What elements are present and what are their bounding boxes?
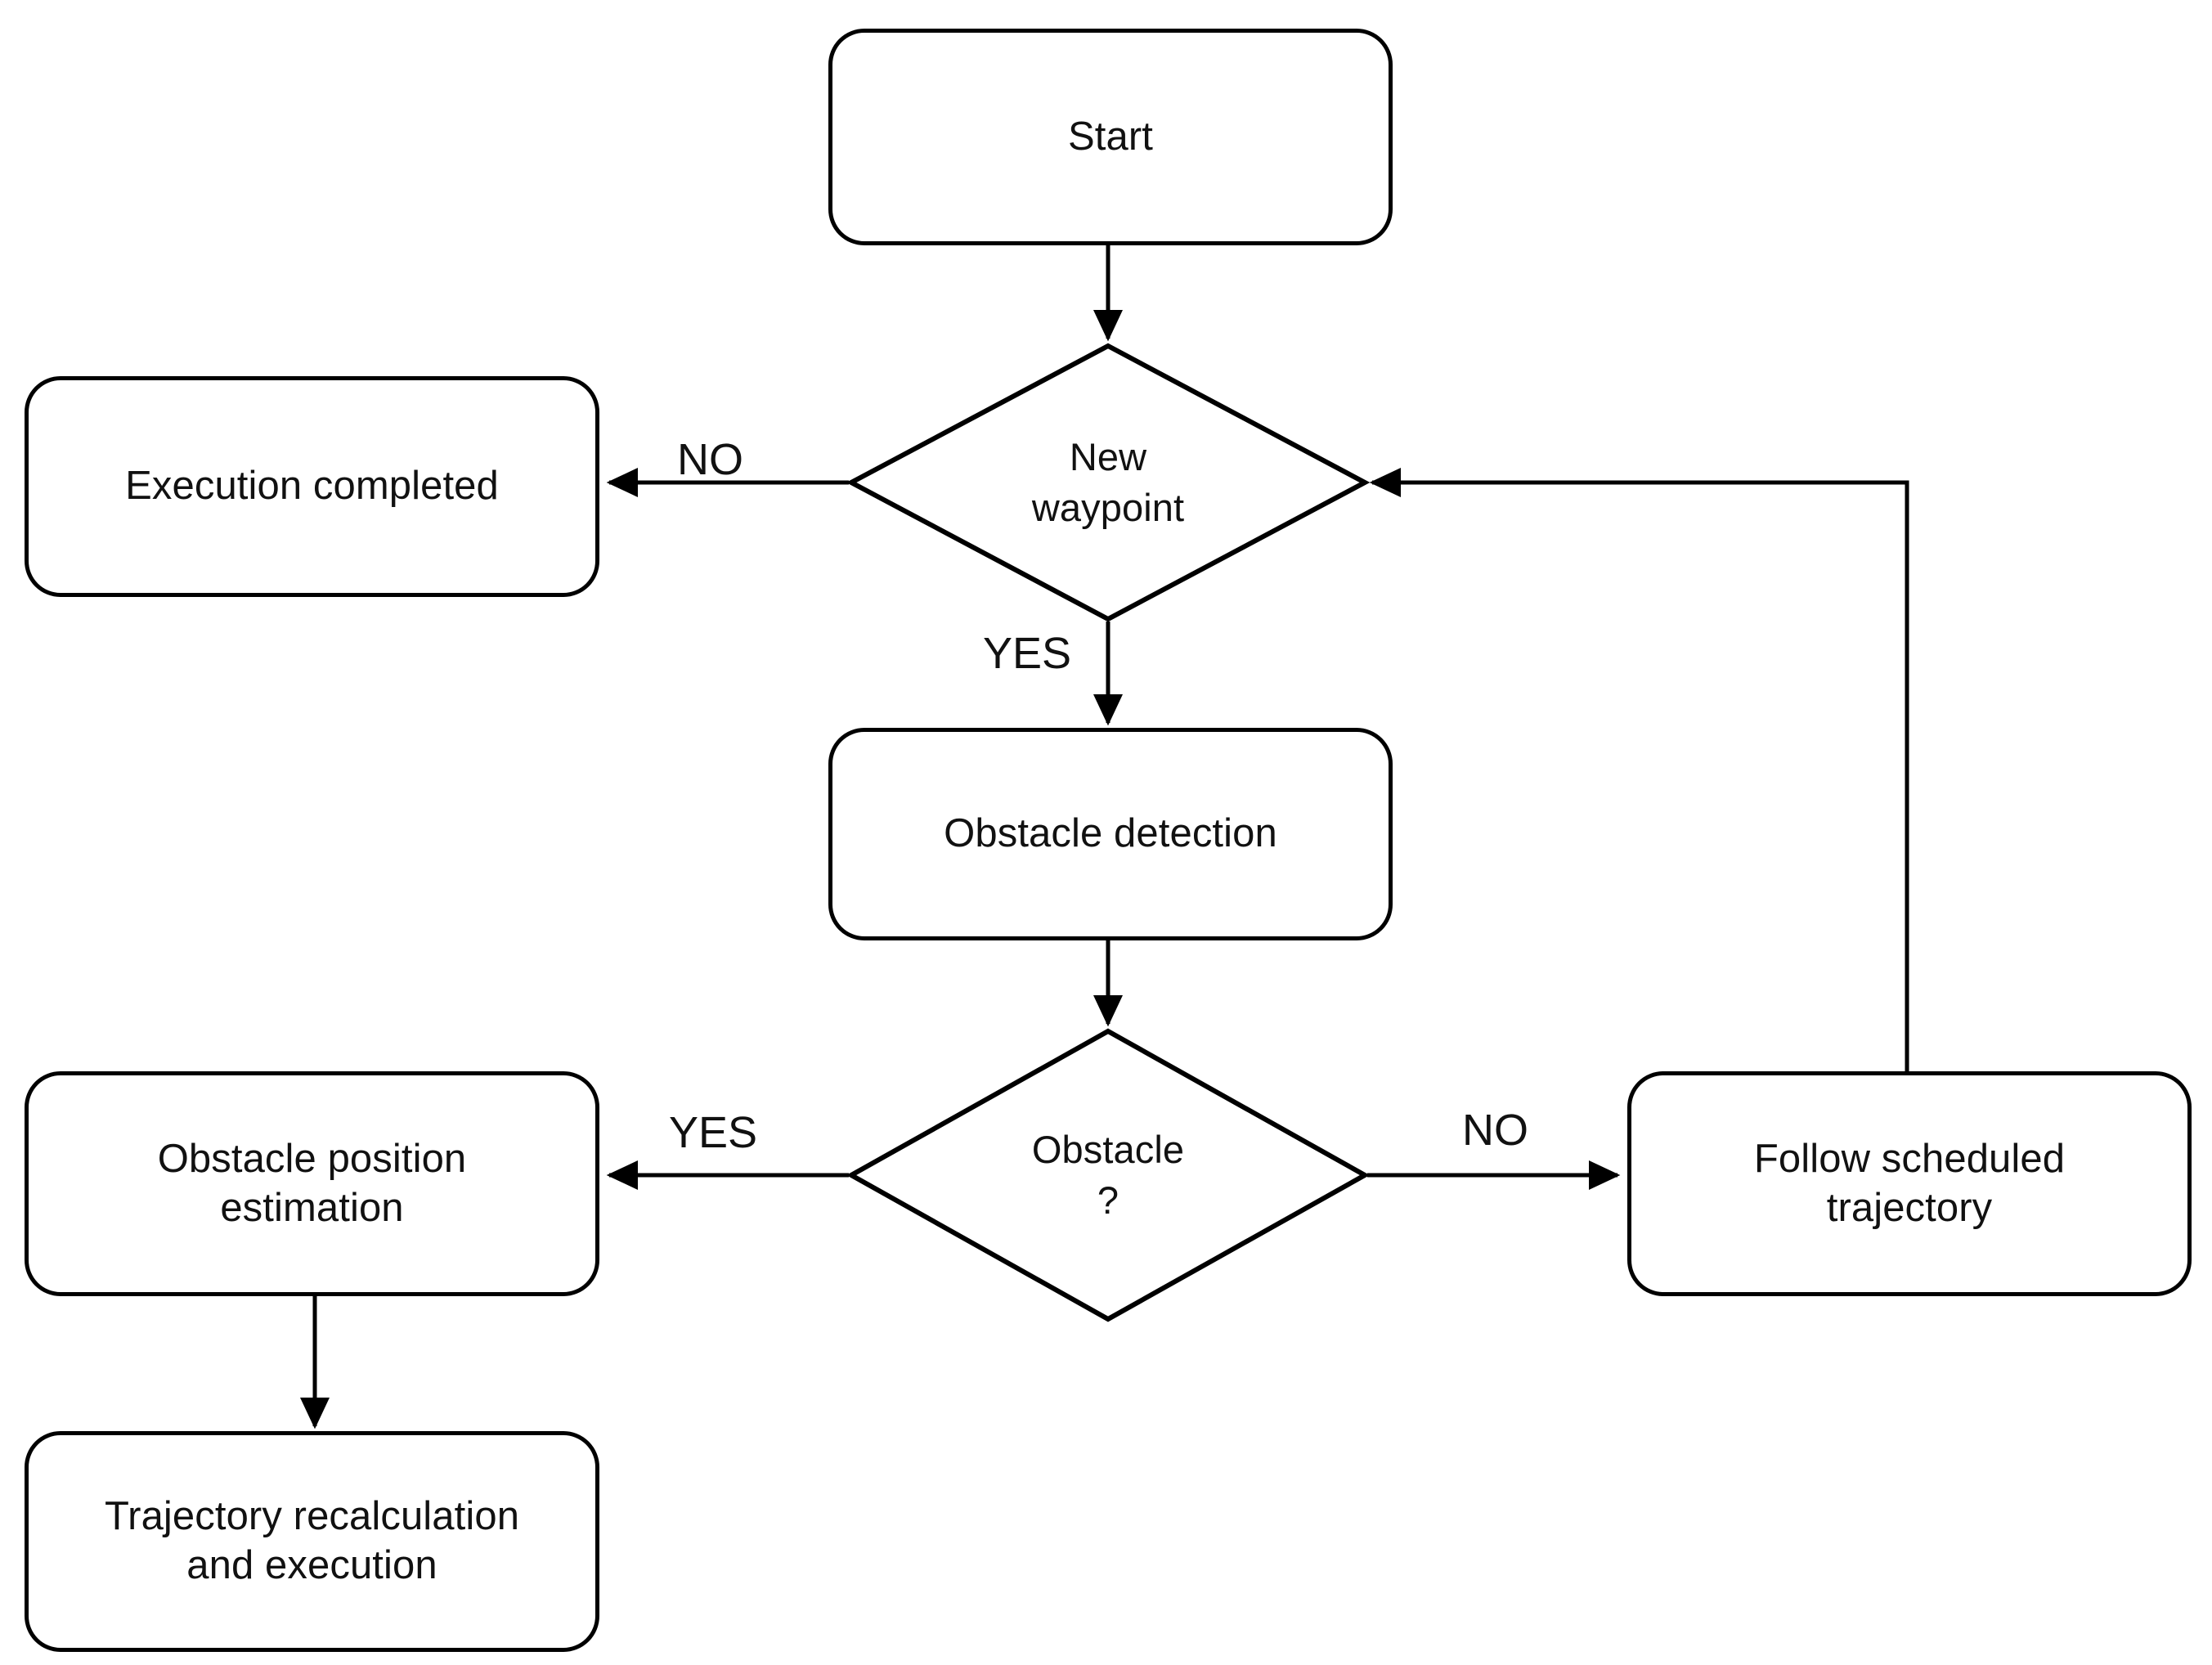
- node-obstacle-position-estimation-label: Obstacle position estimation: [157, 1136, 467, 1230]
- node-trajectory-recalculation[interactable]: Trajectory recalculation and execution: [25, 1431, 599, 1652]
- node-follow-scheduled-trajectory-label: Follow scheduled trajectory: [1753, 1136, 2066, 1230]
- edge-label-waypoint-yes: YES: [983, 629, 1072, 678]
- node-obstacle-detection[interactable]: Obstacle detection: [828, 728, 1393, 940]
- edge-label-waypoint-no: NO: [677, 435, 743, 484]
- edge-label-obstacle-no: NO: [1462, 1106, 1528, 1155]
- node-start-label: Start: [1068, 114, 1153, 159]
- edge-label-obstacle-yes: YES: [669, 1108, 758, 1157]
- node-obstacle-detection-label: Obstacle detection: [944, 811, 1277, 856]
- node-execution-completed[interactable]: Execution completed: [25, 376, 599, 597]
- node-trajectory-recalculation-label: Trajectory recalculation and execution: [104, 1494, 520, 1587]
- edge-follow-trajectory-back-to-new-waypoint: [1369, 468, 1909, 1071]
- node-start[interactable]: Start: [828, 29, 1393, 245]
- node-execution-completed-label: Execution completed: [125, 464, 499, 509]
- node-obstacle-position-estimation[interactable]: Obstacle position estimation: [25, 1071, 599, 1296]
- node-follow-scheduled-trajectory[interactable]: Follow scheduled trajectory: [1627, 1071, 2192, 1296]
